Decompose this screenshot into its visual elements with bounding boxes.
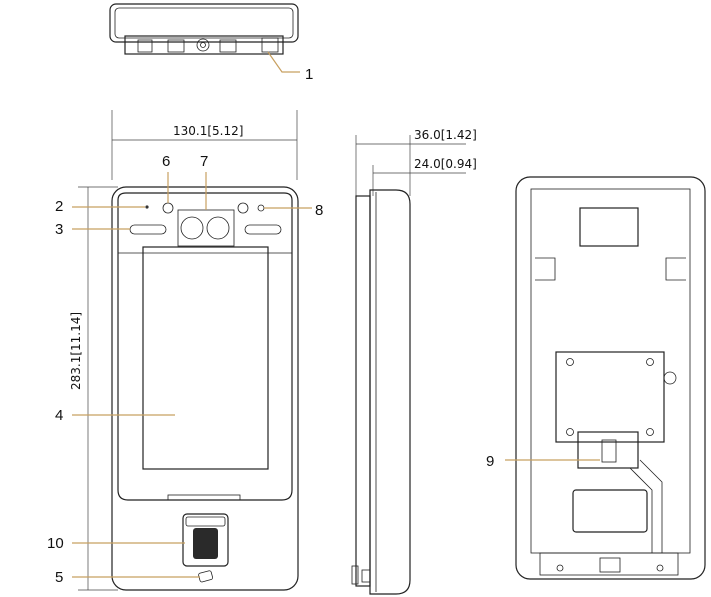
width-dimension-label: 130.1[5.12]: [173, 124, 243, 138]
callout-1-leader: [267, 51, 300, 73]
fingerprint-sensor: [182, 513, 229, 567]
camera-left: [180, 216, 204, 240]
screw-bottom-left: [566, 428, 574, 436]
light-sensor: [145, 205, 149, 209]
fingerprint-window: [193, 528, 218, 559]
screw-top-left: [566, 358, 574, 366]
height-dimension-label: 283.1[11.14]: [69, 312, 83, 390]
fill-light-right: [244, 224, 282, 235]
camera-module: [177, 209, 235, 247]
callout-2-label: 2: [55, 198, 63, 215]
callout-9-label: 9: [486, 453, 494, 470]
back-bottom-connector: [539, 552, 679, 576]
back-mounting-plate: [530, 188, 691, 554]
side-bracket: [355, 195, 371, 587]
side-view: 36.0[1.42] 24.0[0.94]: [351, 128, 477, 595]
top-view-screw: [196, 38, 210, 52]
depth-total-label: 36.0[1.42]: [414, 128, 477, 142]
depth-body-label: 24.0[0.94]: [414, 157, 477, 171]
back-port-cutout: [572, 489, 648, 533]
camera-right: [206, 216, 230, 240]
fill-light-left: [129, 224, 167, 235]
back-label-area: [579, 207, 639, 247]
back-tamper-bracket: [577, 431, 639, 469]
top-view-base: [124, 35, 284, 55]
side-body: [369, 189, 411, 595]
callout-7-label: 7: [200, 153, 208, 170]
back-cover-plate: [555, 351, 665, 443]
card-reader-area: [198, 570, 214, 583]
top-view-port-a: [167, 39, 185, 53]
camera-small-right: [237, 202, 249, 214]
top-view-connector: [261, 37, 279, 53]
top-view-slot-left: [137, 39, 153, 53]
back-view: 9: [486, 176, 706, 580]
tamper-switch: [663, 371, 677, 385]
top-view-body: [109, 3, 299, 43]
top-view-inner: [114, 7, 294, 39]
screw-bottom-right: [646, 428, 654, 436]
callout-1-label: 1: [305, 66, 313, 83]
front-panel: [117, 192, 293, 501]
camera-small-left: [162, 202, 174, 214]
callout-8-label: 8: [315, 202, 323, 219]
display-screen: [142, 246, 269, 470]
front-view: 130.1[5.12] 283.1[11.14] 2 3: [47, 110, 323, 591]
speaker-slot: [167, 494, 241, 501]
callout-5-label: 5: [55, 569, 63, 586]
back-body: [515, 176, 706, 580]
top-view-port-b: [219, 39, 237, 53]
top-view: 1: [109, 3, 313, 83]
ir-light: [257, 204, 265, 212]
callout-3-label: 3: [55, 221, 63, 238]
screw-top-right: [646, 358, 654, 366]
callout-6-label: 6: [162, 153, 170, 170]
callout-10-label: 10: [47, 535, 64, 552]
callout-4-label: 4: [55, 407, 63, 424]
front-body: [111, 186, 299, 591]
